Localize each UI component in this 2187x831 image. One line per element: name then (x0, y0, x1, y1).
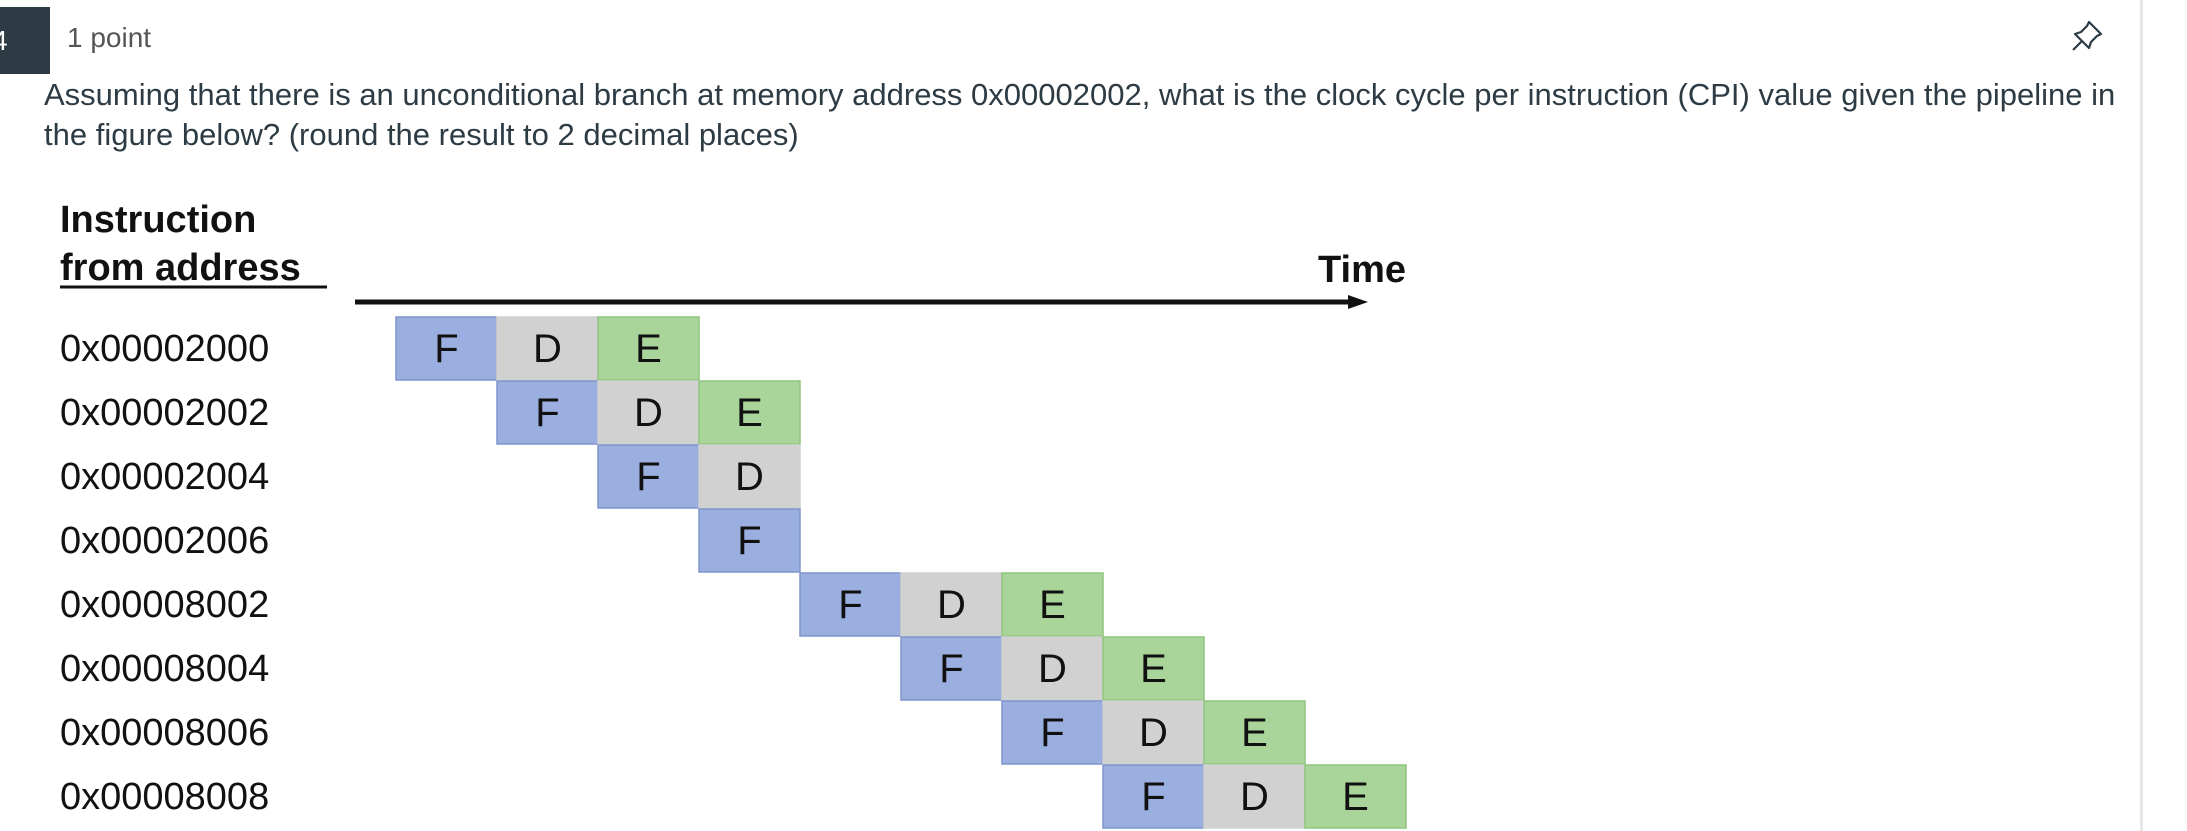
question-number: 4 (0, 25, 8, 56)
pipeline-row: 0x00002006 F (60, 508, 801, 573)
pipeline-row: 0x00008004 F D E (60, 636, 1205, 701)
stage-label: D (533, 327, 562, 371)
pipeline-figure: Instruction from address Time 0x00002000… (60, 199, 1407, 829)
stage-label: E (1039, 583, 1066, 627)
stage-label: D (634, 391, 663, 435)
instruction-address: 0x00008004 (60, 648, 269, 690)
pipeline-row: 0x00008006 F D E (60, 700, 1306, 765)
stage-cell-f (1001, 700, 1104, 765)
stage-cell-e (698, 380, 801, 445)
question-text: Assuming that there is an unconditional … (44, 77, 2116, 152)
stage-cell-e (1001, 572, 1104, 637)
stage-label: D (937, 583, 966, 627)
stage-label: E (1342, 775, 1369, 819)
stage-label: E (635, 327, 662, 371)
pipeline-row: 0x00008008 F D E (60, 764, 1407, 829)
stage-label: E (1140, 647, 1167, 691)
instruction-address: 0x00008008 (60, 776, 269, 818)
instruction-address: 0x00008006 (60, 712, 269, 754)
question-points: 1 point (67, 22, 152, 53)
instruction-address: 0x00002000 (60, 328, 269, 370)
stage-label: D (1139, 711, 1168, 755)
pipeline-row: 0x00002002 F D E (60, 380, 801, 445)
pipeline-row: 0x00008002 F D E (60, 572, 1104, 637)
stage-cell-d (496, 316, 599, 381)
instruction-address: 0x00002002 (60, 392, 269, 434)
stage-label: E (736, 391, 763, 435)
pipeline-row: 0x00002004 F D (60, 444, 801, 509)
stage-cell-f (799, 572, 902, 637)
stage-label: F (535, 391, 559, 435)
stage-label: F (636, 455, 660, 499)
time-label: Time (1318, 249, 1406, 291)
question-number-badge: 4 (0, 7, 50, 74)
stage-cell-d (1102, 700, 1205, 765)
stage-label: D (735, 455, 764, 499)
figure-header-line1: Instruction (60, 199, 256, 241)
stage-cell-f (597, 444, 700, 509)
stage-cell-e (1304, 764, 1407, 829)
pin-icon[interactable] (2067, 16, 2107, 56)
stage-cell-d (698, 444, 801, 509)
stage-label: F (1040, 711, 1064, 755)
stage-label: D (1240, 775, 1269, 819)
stage-label: F (1141, 775, 1165, 819)
instruction-address: 0x00002006 (60, 520, 269, 562)
stage-cell-d (900, 572, 1003, 637)
stage-label: F (434, 327, 458, 371)
stage-cell-f (496, 380, 599, 445)
stage-label: D (1038, 647, 1067, 691)
figure-header-line2: from address (60, 247, 301, 289)
stage-label: E (1241, 711, 1268, 755)
instruction-address: 0x00008002 (60, 584, 269, 626)
instruction-address: 0x00002004 (60, 456, 269, 498)
stage-cell-e (597, 316, 700, 381)
stage-cell-d (1203, 764, 1306, 829)
scrollbar-track[interactable] (2140, 0, 2143, 831)
stage-cell-e (1203, 700, 1306, 765)
stage-label: F (737, 519, 761, 563)
pipeline-row: 0x00002000 F D E (60, 316, 700, 381)
stage-cell-f (395, 316, 498, 381)
stage-label: F (838, 583, 862, 627)
time-axis-arrowhead (1348, 295, 1368, 309)
stage-cell-e (1102, 636, 1205, 701)
stage-cell-d (1001, 636, 1104, 701)
stage-cell-f (698, 508, 801, 573)
stage-label: F (939, 647, 963, 691)
